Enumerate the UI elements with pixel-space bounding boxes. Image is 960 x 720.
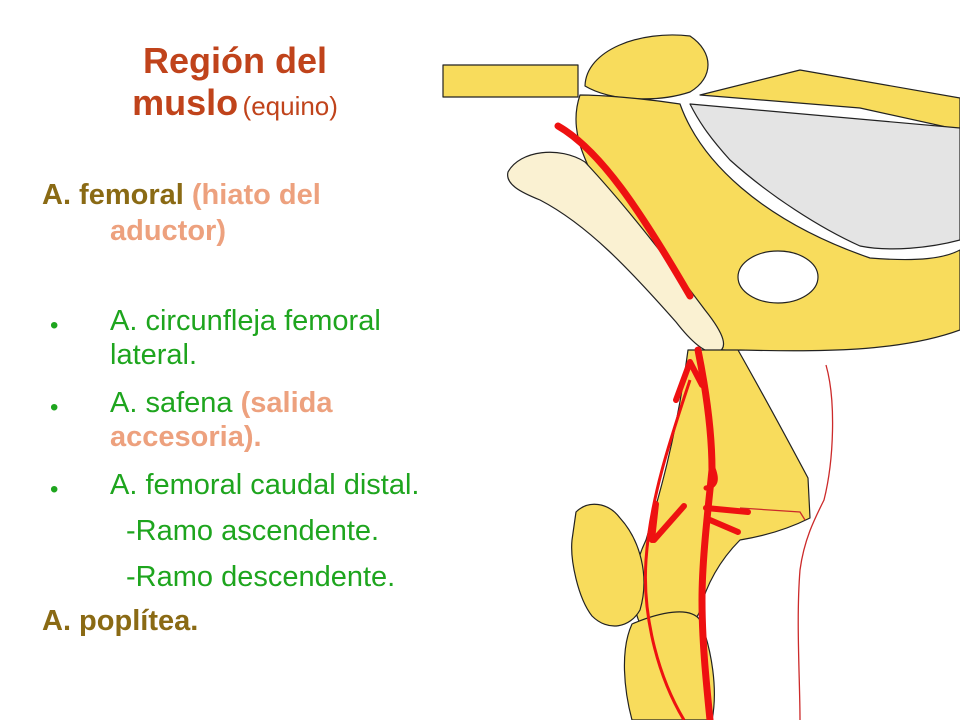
obturator-foramen — [737, 250, 819, 304]
title-suffix: (equino) — [242, 91, 338, 122]
femoral-note-2: aductor) — [110, 215, 226, 247]
bullet-1: • — [50, 312, 59, 339]
tibia — [623, 611, 715, 720]
branch-circunfleja-1: A. circunfleja femoral — [110, 305, 381, 337]
muscle-contour-bottom — [739, 507, 806, 521]
artery-caudal-branch-1 — [703, 505, 751, 515]
muscle-contour-line — [797, 364, 834, 720]
poplitea: A. poplítea. — [42, 605, 199, 637]
branch-safena-note-1: (salida — [240, 387, 333, 419]
artery-circumflex-lateral — [673, 359, 705, 403]
branch-descendente: -Ramo descendente. — [126, 561, 396, 593]
femoral-heading: A. femoral (hiato del — [42, 179, 321, 212]
artery-safena-hook — [703, 463, 718, 491]
branch-ascendente: -Ramo ascendente. — [126, 515, 380, 547]
artery-descending-branch — [651, 503, 687, 543]
branch-safena-name: A. safena — [110, 387, 233, 419]
branch-safena-note-2: accesoria). — [110, 421, 262, 453]
femoral-condyle — [571, 503, 645, 627]
pelvis-bar-left — [442, 64, 579, 98]
femoral-note-1: (hiato del — [191, 179, 321, 211]
bullet-3: • — [50, 476, 59, 503]
title-line-1: Región del — [142, 40, 327, 81]
artery-femoral-upper — [554, 122, 694, 300]
branch-caudal: A. femoral caudal distal. — [110, 469, 420, 501]
tuber-coxae — [584, 34, 709, 100]
branch-circunfleja-2: lateral. — [110, 339, 198, 371]
artery-thin-line — [643, 379, 692, 720]
title-line-2: muslo — [132, 82, 239, 124]
artery-femoral-main — [694, 346, 716, 720]
slide-title: Región del muslo (equino) — [0, 40, 470, 125]
bullet-2: • — [50, 394, 59, 421]
pelvis-gray-area — [689, 103, 960, 250]
femur-shaft — [632, 349, 811, 633]
femoral-name: A. femoral — [42, 179, 184, 211]
artery-ascending-branch — [649, 501, 659, 543]
artery-caudal-branch-2 — [707, 517, 741, 535]
branch-safena-line: A. safena (salida — [110, 387, 333, 420]
ilium-wing-right — [699, 69, 960, 131]
